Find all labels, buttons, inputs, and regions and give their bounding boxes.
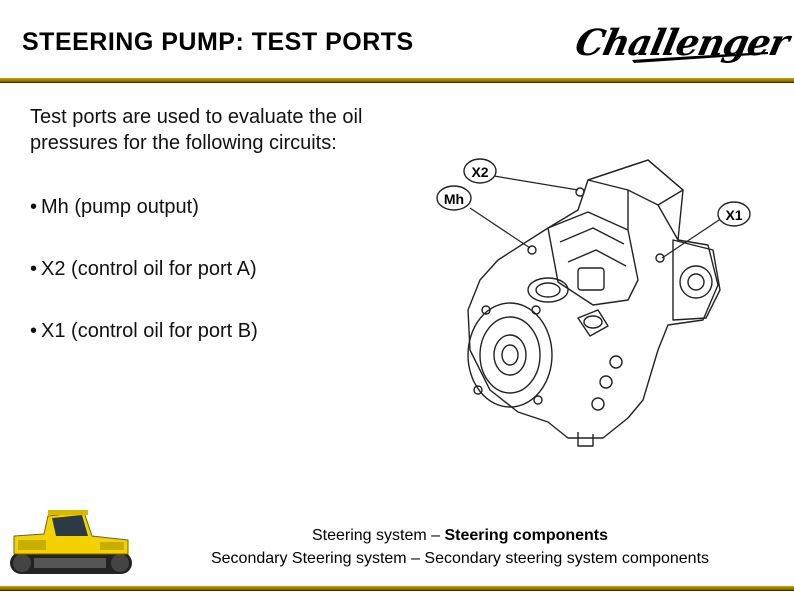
footer-line-1: Steering system – Steering components [140, 524, 780, 547]
intro-text: Test ports are used to evaluate the oil … [30, 106, 363, 154]
steering-pump-diagram [467, 159, 721, 447]
list-item-text: X1 (control oil for port B) [41, 320, 258, 342]
bullet-icon: • [30, 258, 38, 280]
footer-navigation: Steering system – Steering components Se… [140, 524, 780, 570]
footer-line-1-prefix: Steering system – [311, 527, 445, 544]
footer-rule [0, 586, 794, 590]
page-title: STEERING PUMP: TEST PORTS [22, 28, 414, 56]
bullet-icon: • [30, 320, 38, 342]
footer-line-1-bold: Steering components [444, 527, 609, 544]
callout-label: X1 [725, 207, 742, 223]
header-rule-line [0, 82, 794, 83]
callout-label: X2 [471, 164, 488, 180]
header-rule [0, 78, 794, 82]
list-item-text: X2 (control oil for port A) [41, 258, 257, 280]
callout-mh: Mh [436, 185, 472, 211]
callout-label: Mh [444, 191, 464, 207]
circuit-list: •Mh (pump output) •X2 (control oil for p… [30, 194, 258, 380]
footer-rule-line [0, 590, 794, 591]
list-item: •Mh (pump output) [30, 194, 258, 256]
list-item: •X1 (control oil for port B) [30, 318, 258, 380]
callout-x2: X2 [463, 158, 497, 184]
footer-line-2: Secondary Steering system – Secondary st… [210, 550, 710, 567]
tractor-image [10, 510, 132, 574]
list-item: •X2 (control oil for port A) [30, 256, 258, 318]
callout-x1: X1 [717, 201, 751, 227]
list-item-text: Mh (pump output) [41, 196, 199, 218]
challenger-logo: Challenger [572, 16, 793, 78]
bullet-icon: • [30, 196, 38, 218]
